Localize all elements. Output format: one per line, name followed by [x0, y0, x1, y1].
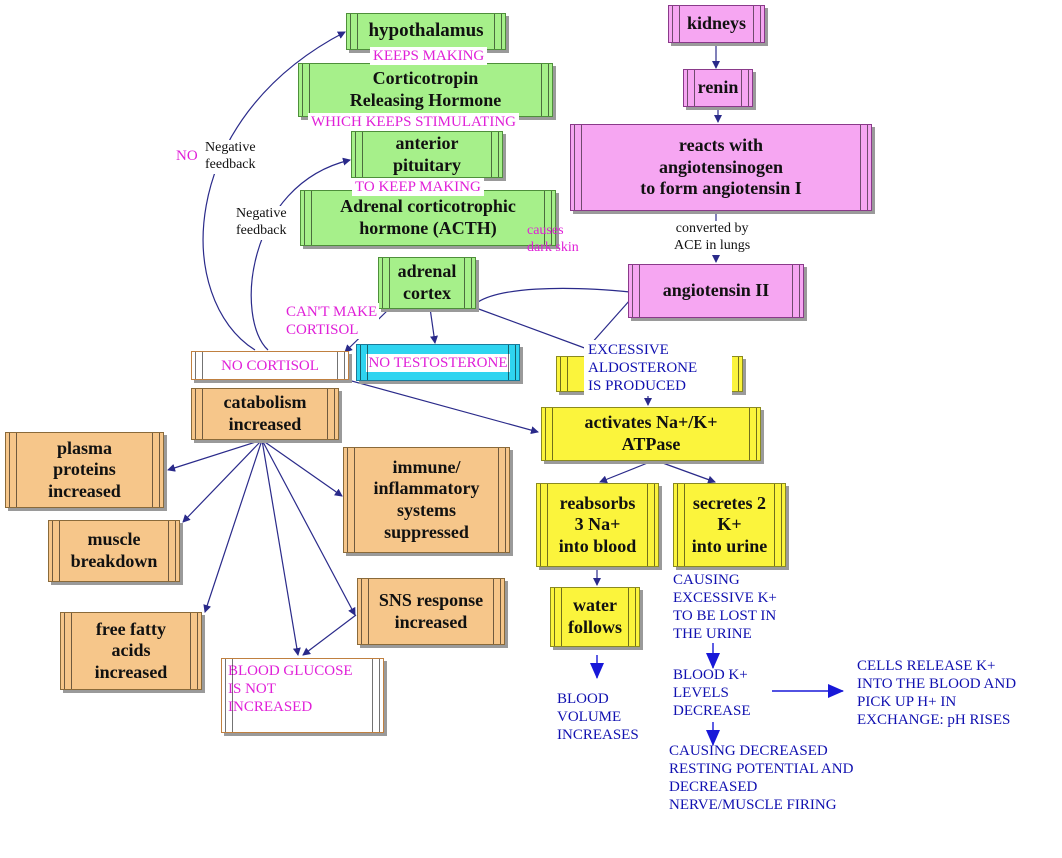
no-testosterone-text: NO TESTOSTERONE	[366, 353, 510, 372]
negative-feedback-arrow-hypothalamus	[202, 31, 346, 351]
no-cortisol-box: NO CORTISOL	[191, 351, 349, 380]
atpase-box: activates Na+/K+ ATPase	[541, 407, 761, 461]
blood-glucose-text: BLOOD GLUCOSE IS NOT INCREASED	[228, 663, 353, 715]
catabolism-box: catabolism increased	[191, 388, 339, 440]
negative-feedback-label-1: Negative feedback	[205, 140, 256, 174]
muscle-breakdown-box: muscle breakdown	[48, 520, 180, 582]
angiotensin-ii-box: angiotensin II	[628, 264, 804, 318]
acth-box: Adrenal corticotrophic hormone (ACTH)	[300, 190, 556, 246]
arrow-catabolism-plasma	[167, 439, 263, 472]
secretes-box: secretes 2 K+ into urine	[673, 483, 786, 567]
blood-glucose-box: BLOOD GLUCOSE IS NOT INCREASED	[221, 658, 384, 733]
line-angiotensin-cortex	[477, 287, 631, 303]
arrow-catabolism-immune	[261, 439, 343, 497]
plasma-proteins-box: plasma proteins increased	[5, 432, 164, 508]
kidneys-box: kidneys	[668, 5, 765, 43]
causing-excessive-k-text: CAUSING EXCESSIVE K+ TO BE LOST IN THE U…	[673, 572, 777, 642]
negative-feedback-label-2: Negative feedback	[236, 206, 287, 240]
adrenal-cortex-box: adrenal cortex	[378, 257, 476, 309]
reabsorbs-box: reabsorbs 3 Na+ into blood	[536, 483, 659, 567]
hypothalamus-box: hypothalamus	[346, 13, 506, 50]
line-cortex-aldosterone	[475, 307, 591, 351]
cant-make-cortisol-label: CAN'T MAKE CORTISOL	[284, 303, 380, 339]
arrow-nocortisol-activates	[347, 379, 539, 435]
negative-feedback-arrow-pituitary	[250, 157, 351, 351]
anterior-pituitary-box: anterior pituitary	[351, 131, 503, 178]
aldosterone-text: EXCESSIVE ALDOSTERONE IS PRODUCED	[584, 340, 732, 396]
arrow-sns-glucose	[302, 614, 357, 656]
to-keep-making-label: TO KEEP MAKING	[352, 178, 484, 196]
blood-volume-text: BLOOD VOLUME INCREASES	[557, 691, 639, 743]
sns-response-box: SNS response increased	[357, 578, 505, 645]
which-keeps-stimulating-label: WHICH KEEPS STIMULATING	[308, 113, 519, 131]
renin-box: renin	[683, 69, 753, 107]
arrow-catabolism-glucose	[261, 439, 301, 656]
arrow-cortex-testosterone	[429, 307, 438, 344]
water-follows-box: water follows	[550, 587, 640, 647]
no-testosterone-box: NO TESTOSTERONE	[356, 344, 520, 381]
crh-box: Corticotropin Releasing Hormone	[298, 63, 553, 117]
keeps-making-label: KEEPS MAKING	[370, 47, 488, 65]
no-label: NO	[176, 148, 198, 164]
arrow-activates-secretes	[659, 461, 716, 484]
immune-box: immune/ inflammatory systems suppressed	[343, 447, 510, 553]
blood-k-levels-text: BLOOD K+ LEVELS DECREASE	[673, 667, 751, 719]
arrow-activates-reabsorbs	[599, 461, 651, 484]
causes-dark-skin-label: causes dark skin	[527, 223, 579, 255]
free-fatty-acids-box: free fatty acids increased	[60, 612, 202, 690]
line-angiotensin-aldosterone	[589, 299, 631, 346]
arrow-catabolism-muscle	[182, 439, 263, 523]
angiotensin-formation-box: reacts with angiotensinogen to form angi…	[570, 124, 872, 211]
no-cortisol-text: NO CORTISOL	[221, 357, 319, 374]
cells-release-text: CELLS RELEASE K+ INTO THE BLOOD AND PICK…	[857, 658, 1017, 728]
converted-by-ace-label: converted by ACE in lungs	[674, 221, 751, 255]
arrow-catabolism-sns	[261, 439, 356, 616]
causing-decreased-text: CAUSING DECREASED RESTING POTENTIAL AND …	[669, 743, 854, 813]
arrow-catabolism-fatty	[203, 439, 263, 613]
